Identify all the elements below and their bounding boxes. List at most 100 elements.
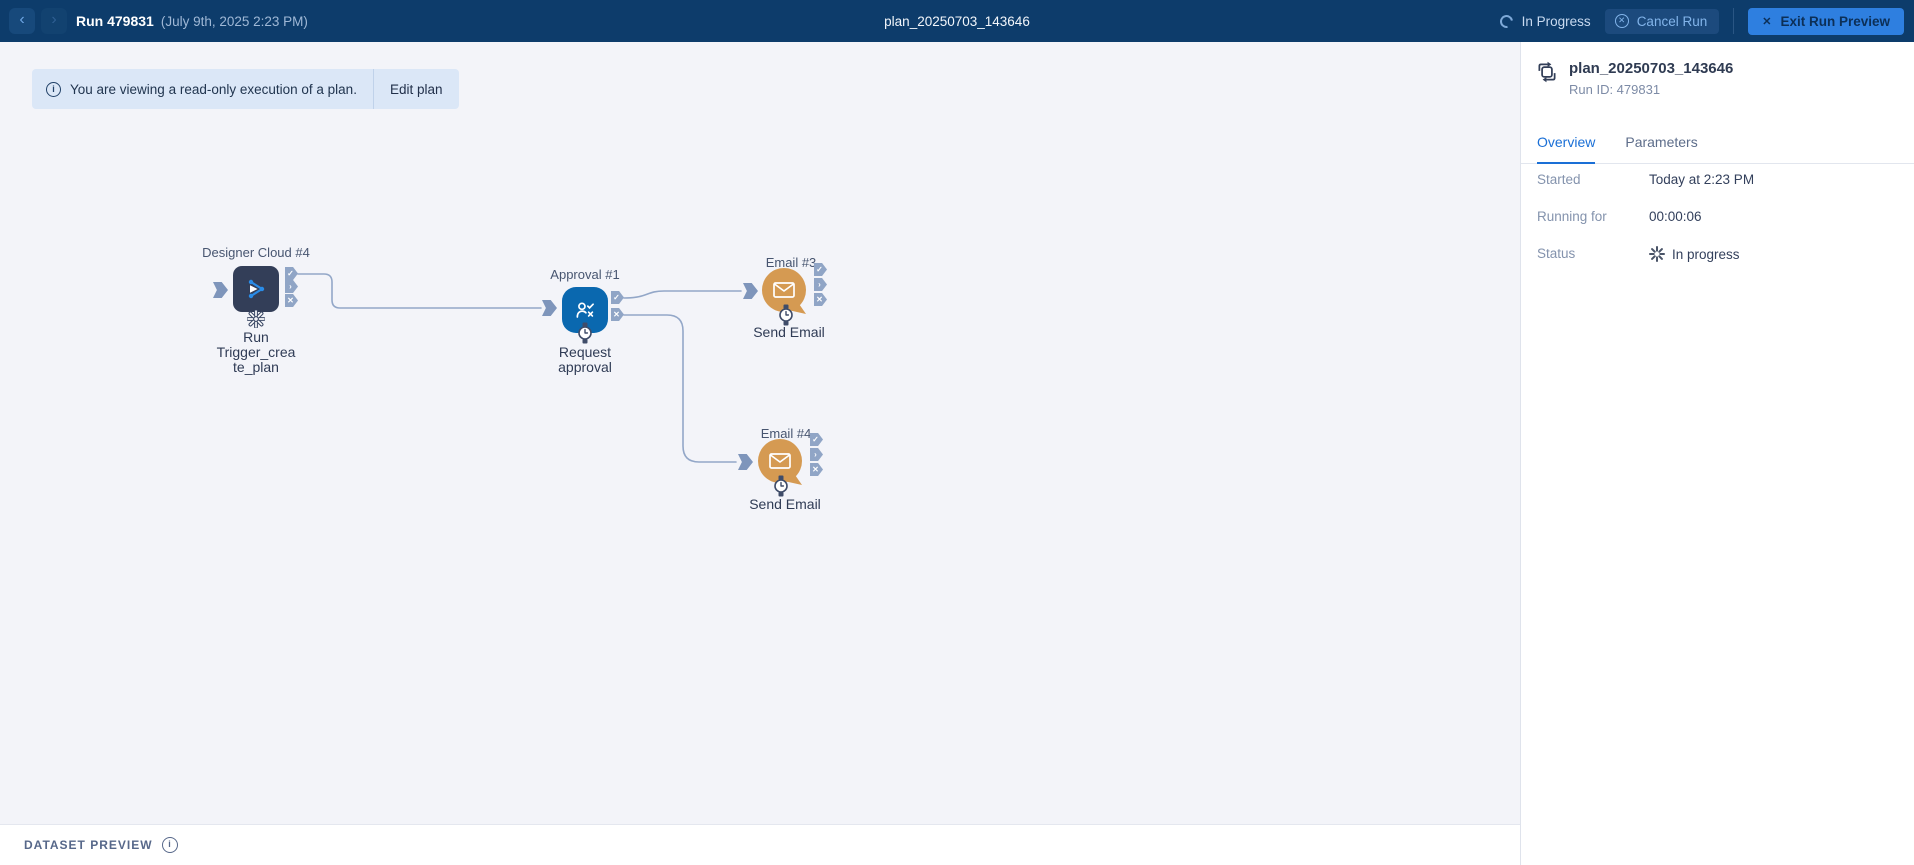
cross-icon: ✕ xyxy=(812,465,819,474)
node-designer-title: Designer Cloud #4 xyxy=(202,245,310,260)
cancel-circle-icon: ✕ xyxy=(1614,14,1629,28)
run-details-panel: plan_20250703_143646 Run ID: 479831 Over… xyxy=(1520,42,1914,865)
running-for-value: 00:00:06 xyxy=(1649,209,1702,224)
overview-rows: Started Today at 2:23 PM Running for 00:… xyxy=(1537,172,1897,284)
check-icon: ✓ xyxy=(816,265,823,274)
caption-line: te_plan xyxy=(233,359,279,375)
run-status-label: In Progress xyxy=(1521,13,1591,29)
caption-line: Request xyxy=(558,344,612,360)
started-row: Started Today at 2:23 PM xyxy=(1537,172,1897,187)
approval-input-port[interactable] xyxy=(542,300,557,316)
check-icon: ✓ xyxy=(613,293,620,302)
panel-header: plan_20250703_143646 Run ID: 479831 xyxy=(1535,60,1733,97)
node-email3-caption: Send Email xyxy=(709,325,869,340)
cancel-run-label: Cancel Run xyxy=(1636,13,1708,29)
close-icon: ✕ xyxy=(1762,15,1772,28)
tab-overview[interactable]: Overview xyxy=(1537,130,1596,164)
run-title-group: Run 479831 (July 9th, 2025 2:23 PM) xyxy=(76,0,308,42)
approval-output-rejected-port[interactable]: ✕ xyxy=(611,308,624,321)
approval-person-icon xyxy=(576,301,594,318)
email3-output-run-port[interactable]: › xyxy=(814,278,827,291)
designer-output-failure-port[interactable]: ✕ xyxy=(285,294,298,307)
status-row: Status In progress xyxy=(1537,246,1897,262)
pending-clock-icon xyxy=(774,475,788,497)
top-bar: ‹ › Run 479831 (July 9th, 2025 2:23 PM) … xyxy=(0,0,1914,42)
panel-plan-title: plan_20250703_143646 xyxy=(1569,60,1734,77)
email-bubble-icon xyxy=(762,268,806,314)
node-email4-caption: Send Email xyxy=(705,497,865,512)
email3-input-port[interactable] xyxy=(743,283,758,299)
readonly-banner-message: i You are viewing a read-only execution … xyxy=(32,69,373,109)
caption-line: Send Email xyxy=(749,496,821,512)
run-title: Run 479831 xyxy=(76,13,154,29)
email-bubble-icon xyxy=(758,439,802,485)
status-label: Status xyxy=(1537,246,1576,261)
status-value-group: In progress xyxy=(1649,246,1740,262)
panel-run-id: Run ID: 479831 xyxy=(1569,82,1661,97)
cross-icon: ✕ xyxy=(816,295,823,304)
pending-clock-icon xyxy=(578,322,592,344)
email4-input-port[interactable] xyxy=(738,454,753,470)
edge-approval-check-to-email3 xyxy=(623,290,742,299)
readonly-banner-text: You are viewing a read-only execution of… xyxy=(70,81,357,97)
exit-run-preview-label: Exit Run Preview xyxy=(1780,13,1890,29)
email3-output-success-port[interactable]: ✓ xyxy=(814,263,827,276)
tab-parameters[interactable]: Parameters xyxy=(1625,134,1698,150)
caption-line: Trigger_crea xyxy=(216,344,296,360)
chevron-icon: › xyxy=(289,282,292,291)
topbar-divider xyxy=(1733,8,1735,34)
node-email4-title: Email #4 xyxy=(760,426,812,441)
plan-canvas[interactable]: i You are viewing a read-only execution … xyxy=(0,42,1520,824)
run-status-indicator: In Progress xyxy=(1497,11,1591,31)
pending-clock-icon xyxy=(779,304,793,326)
email3-output-failure-port[interactable]: ✕ xyxy=(814,293,827,306)
approval-output-approved-port[interactable]: ✓ xyxy=(611,291,624,304)
info-icon[interactable]: i xyxy=(161,837,178,853)
node-designer-cloud[interactable] xyxy=(233,266,279,312)
edit-plan-label: Edit plan xyxy=(389,81,443,97)
node-email4[interactable] xyxy=(757,438,805,486)
check-icon: ✓ xyxy=(287,269,294,278)
status-value-text: In progress xyxy=(1672,246,1740,262)
edge-designer-to-approval xyxy=(297,273,542,309)
panel-title-group: plan_20250703_143646 Run ID: 479831 xyxy=(1569,60,1733,97)
node-approval-title: Approval #1 xyxy=(550,267,620,282)
chevron-left-icon: ‹ xyxy=(19,11,25,28)
edge-approval-cross-to-email4 xyxy=(623,314,737,463)
dataset-preview-label: DATASET PREVIEW xyxy=(24,838,153,852)
caption-line: Run xyxy=(243,329,269,345)
dataset-preview-bar: DATASET PREVIEW i xyxy=(0,824,1520,865)
run-timestamp: (July 9th, 2025 2:23 PM) xyxy=(160,13,308,29)
started-label: Started xyxy=(1537,172,1581,187)
started-value: Today at 2:23 PM xyxy=(1649,172,1755,187)
cross-icon: ✕ xyxy=(613,310,620,319)
plan-icon xyxy=(1538,61,1556,83)
edit-plan-button[interactable]: Edit plan xyxy=(372,69,459,109)
node-approval-caption: Request approval xyxy=(505,345,665,375)
designer-output-run-port[interactable]: › xyxy=(285,280,298,293)
running-for-row: Running for 00:00:06 xyxy=(1537,209,1897,224)
info-icon: i xyxy=(46,81,61,97)
forward-button[interactable]: › xyxy=(41,8,67,34)
email4-output-failure-port[interactable]: ✕ xyxy=(810,463,823,476)
exit-run-preview-button[interactable]: ✕ Exit Run Preview xyxy=(1748,7,1904,35)
panel-tabs: Overview Parameters xyxy=(1521,130,1914,164)
back-button[interactable]: ‹ xyxy=(9,8,35,34)
running-for-label: Running for xyxy=(1537,209,1607,224)
email4-output-run-port[interactable]: › xyxy=(810,448,823,461)
status-spinner-icon xyxy=(1649,246,1665,262)
caption-line: Send Email xyxy=(753,324,825,340)
chevron-icon: › xyxy=(814,450,817,459)
designer-output-success-port[interactable]: ✓ xyxy=(285,267,298,280)
email4-output-success-port[interactable]: ✓ xyxy=(810,433,823,446)
cancel-run-button[interactable]: ✕ Cancel Run xyxy=(1604,8,1720,34)
node-email3[interactable] xyxy=(761,267,809,315)
chevron-right-icon: › xyxy=(51,11,57,28)
spinner-icon xyxy=(1497,11,1516,31)
caption-line: approval xyxy=(558,359,612,375)
designer-cloud-icon xyxy=(248,279,265,299)
node-designer-caption: Run Trigger_crea te_plan xyxy=(176,330,336,375)
chevron-icon: › xyxy=(818,280,821,289)
designer-input-port[interactable] xyxy=(213,282,228,298)
